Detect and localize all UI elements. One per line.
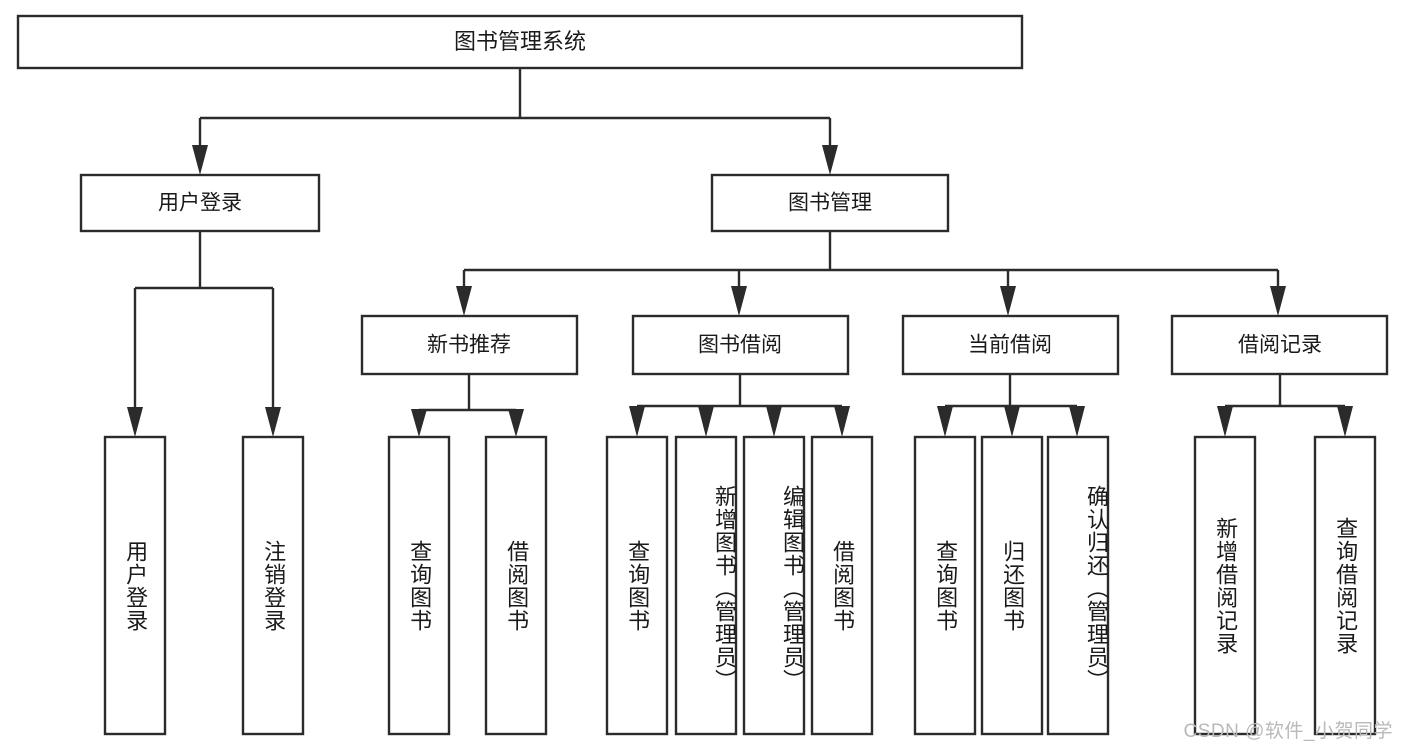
connector-group-book-borrow (629, 374, 850, 437)
node-leaf-add-record-box[interactable] (1193, 435, 1257, 736)
node-leaf-borrow-book-1-box[interactable] (484, 435, 548, 736)
node-leaf-edit-book-box[interactable] (742, 435, 806, 736)
arrow-head-book-borrow (731, 286, 747, 316)
connector-group-current-borrow (937, 374, 1085, 437)
node-borrow-record-label: 借阅记录 (1238, 334, 1322, 357)
node-user-login-label: 用户登录 (158, 192, 242, 215)
arrow-head-book-manage (822, 145, 838, 175)
node-current-borrow-label: 当前借阅 (968, 334, 1052, 357)
arrow-head-user-login (192, 145, 208, 175)
node-book-borrow-box[interactable] (631, 314, 850, 376)
node-leaf-user-login-box[interactable] (103, 435, 167, 736)
node-root-box[interactable] (16, 14, 1024, 70)
node-leaf-return-book-box[interactable] (980, 435, 1044, 736)
connector-group-book-manage (456, 231, 1286, 316)
node-leaf-query-book-3-box[interactable] (913, 435, 977, 736)
connector-group-new-book-rec (411, 374, 524, 437)
connector-group-user-login (127, 231, 281, 437)
node-root-label: 图书管理系统 (454, 29, 586, 54)
arrow-head-leaf-query-book-1 (411, 409, 427, 437)
arrow-head-leaf-query-book-3 (937, 406, 953, 437)
node-leaf-add-book-box[interactable] (674, 435, 738, 736)
node-leaf-query-book-1-box[interactable] (387, 435, 451, 736)
node-new-book-rec-label: 新书推荐 (427, 334, 511, 357)
arrow-head-leaf-logout (265, 407, 281, 437)
node-book-manage-box[interactable] (710, 173, 950, 233)
node-book-borrow[interactable]: 图书借阅 (631, 314, 850, 376)
connector-group-root (192, 68, 838, 175)
arrow-head-leaf-confirm-return (1069, 406, 1085, 437)
node-leaf-query-book-2-box[interactable] (605, 435, 669, 736)
connector-group-borrow-record (1217, 374, 1353, 437)
node-leaf-logout-box[interactable] (241, 435, 305, 736)
csdn-watermark: CSDN @软件_小贺同学 (1183, 721, 1393, 742)
arrow-head-current-borrow (1000, 286, 1016, 316)
node-book-manage[interactable]: 图书管理 (710, 173, 950, 233)
node-leaf-confirm-return-box[interactable] (1046, 435, 1110, 736)
node-book-borrow-label: 图书借阅 (698, 334, 782, 357)
node-borrow-record[interactable]: 借阅记录 (1170, 314, 1389, 376)
arrow-head-leaf-edit-book (766, 406, 782, 437)
arrow-head-leaf-query-record (1337, 406, 1353, 437)
arrow-head-leaf-add-book (698, 406, 714, 437)
arrow-head-leaf-return-book (1004, 406, 1020, 437)
arrow-head-new-book-rec (456, 286, 472, 316)
arrow-head-borrow-record (1270, 286, 1286, 316)
arrow-head-leaf-borrow-book-2 (834, 406, 850, 437)
node-leaf-borrow-book-2-box[interactable] (810, 435, 874, 736)
node-leaf-query-record-box[interactable] (1313, 435, 1377, 736)
node-user-login-box[interactable] (79, 173, 321, 233)
arrow-head-leaf-user-login (127, 407, 143, 437)
arrow-head-leaf-query-book-2 (629, 406, 645, 437)
node-user-login[interactable]: 用户登录 (79, 173, 321, 233)
node-current-borrow-box[interactable] (901, 314, 1120, 376)
node-new-book-rec-box[interactable] (360, 314, 579, 376)
node-borrow-record-box[interactable] (1170, 314, 1389, 376)
node-root[interactable]: 图书管理系统 (16, 14, 1024, 70)
node-current-borrow[interactable]: 当前借阅 (901, 314, 1120, 376)
arrow-head-leaf-add-record (1217, 406, 1233, 437)
arrow-head-leaf-borrow-book-1 (508, 409, 524, 437)
node-new-book-rec[interactable]: 新书推荐 (360, 314, 579, 376)
node-book-manage-label: 图书管理 (788, 192, 872, 215)
